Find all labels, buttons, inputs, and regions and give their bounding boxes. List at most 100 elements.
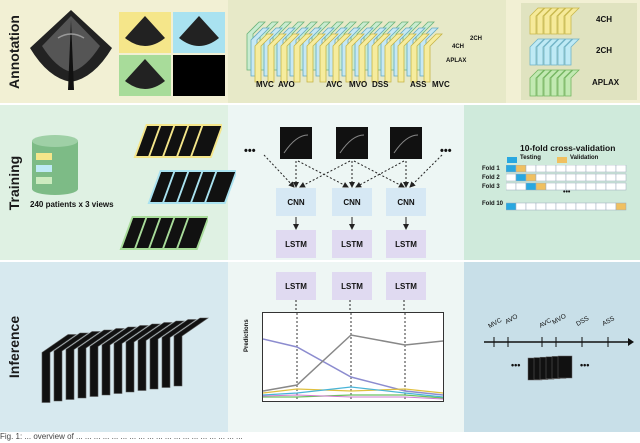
clip-frame [189, 124, 222, 158]
training-right-zone [464, 105, 640, 260]
cnn-block-3: CNN [386, 188, 426, 216]
legend-validation-swatch [557, 157, 567, 163]
fold-cell [575, 173, 587, 182]
stack-frame [254, 33, 274, 83]
stack-frame [319, 33, 339, 83]
stack-frame [358, 33, 378, 83]
stack-label-2ch: 2CH [470, 36, 483, 42]
view-stack-frame [536, 38, 552, 66]
fold-label-1: Fold 1 [482, 166, 500, 172]
view-empty-tile [173, 55, 225, 96]
stack-label-4ch: 4CH [452, 44, 465, 50]
fold-cell [595, 182, 607, 191]
fold-cell [595, 202, 607, 211]
fold-cell [506, 173, 517, 182]
training-clips-2ch [147, 170, 236, 204]
fold-cell [515, 202, 527, 211]
view-stack-frame [529, 7, 545, 35]
annotated-frame-stack [246, 21, 443, 83]
input-ellipsis-left: ••• [244, 145, 256, 157]
fold-ellipsis: ••• [563, 189, 571, 196]
fold-cell [605, 182, 617, 191]
annotation-band: Annotation 4CH 2CH APLAX MVC AVO AVC MVO… [0, 0, 640, 103]
training-row-label: Training [6, 155, 23, 210]
annotation-row-label: Annotation [6, 14, 22, 89]
inference-frame [41, 334, 77, 403]
view-stack-frame [529, 69, 545, 97]
fold-cell [515, 173, 527, 182]
fold-cell [535, 165, 547, 173]
fold-cell [555, 182, 567, 191]
clip-frame [175, 216, 208, 250]
fold-cell [585, 165, 597, 173]
inference-frame [161, 319, 197, 388]
event-timeline [484, 337, 634, 347]
fold-cell [565, 182, 577, 191]
stack-frame [410, 33, 430, 83]
stack-frame [345, 33, 365, 83]
view-stack-frame [550, 38, 566, 66]
fold-cell [605, 202, 617, 211]
fold-cell [515, 165, 527, 173]
fold-cell [555, 202, 567, 211]
view-stack-frame [543, 38, 559, 66]
event-label-mvc-2: MVC [432, 80, 450, 89]
inference-right-zone [464, 262, 640, 432]
timeline-frame-stack [527, 355, 573, 381]
stack-frame [397, 33, 417, 83]
fold-cell [525, 182, 537, 191]
view-stack-4ch [529, 7, 580, 35]
event-label-avc: AVC [326, 80, 343, 89]
stack-frame [267, 33, 287, 83]
stack-frame [293, 33, 313, 83]
fold-cell [525, 173, 537, 182]
echo-sector-image [30, 10, 112, 90]
predictions-plot [262, 312, 444, 402]
view-name-2ch: 2CH [596, 46, 613, 55]
training-clips-aplax [119, 216, 208, 250]
event-label-ass: ASS [410, 80, 427, 89]
fold-cell [545, 173, 557, 182]
timeline-dots-right: ••• [580, 360, 590, 370]
fold-cell [535, 202, 547, 211]
fold-cell [565, 202, 577, 211]
stack-frame [423, 33, 443, 83]
inference-frame [53, 332, 89, 402]
fold-cell [585, 173, 597, 182]
plot-connectors [295, 300, 405, 312]
fold-cell [525, 202, 537, 211]
fold-label-10: Fold 10 [482, 201, 504, 207]
event-label-mvo: MVO [349, 80, 368, 89]
fold-cell [615, 182, 627, 191]
inference-frame [77, 329, 113, 399]
inference-frame [137, 322, 173, 391]
view-stack-frame [550, 69, 566, 97]
event-label-dss: DSS [372, 80, 389, 89]
inference-row-label: Inference [6, 315, 22, 379]
legend-testing-label: Testing [520, 155, 541, 161]
fold-cell [575, 165, 587, 173]
fold-cell [545, 165, 557, 173]
figure-caption: Fig. 1: ... overview of ... ... ... ... … [0, 432, 243, 441]
cnn-block-1: CNN [276, 188, 316, 216]
view-stack-frame [536, 7, 552, 35]
fold-cell [565, 173, 577, 182]
fold-cell [595, 173, 607, 182]
fold-cell [605, 165, 617, 173]
view-name-aplax: APLAX [592, 78, 620, 87]
fold-cell [535, 182, 547, 191]
inference-frame [89, 328, 125, 397]
fold-label-3: Fold 3 [482, 184, 500, 190]
view-stack-aplax [529, 69, 580, 97]
predictions-ylabel: Predictions [244, 319, 250, 352]
inference-frame [125, 323, 161, 393]
fold-cell [555, 173, 567, 182]
stack-frame [280, 33, 300, 83]
fold-grid [506, 165, 627, 211]
fold-cell [605, 173, 617, 182]
inference-frame [149, 320, 185, 390]
view-stack-frame [557, 7, 573, 35]
inference-frame [113, 325, 149, 394]
network-diagram [263, 127, 443, 230]
view-stack-frame [543, 7, 559, 35]
